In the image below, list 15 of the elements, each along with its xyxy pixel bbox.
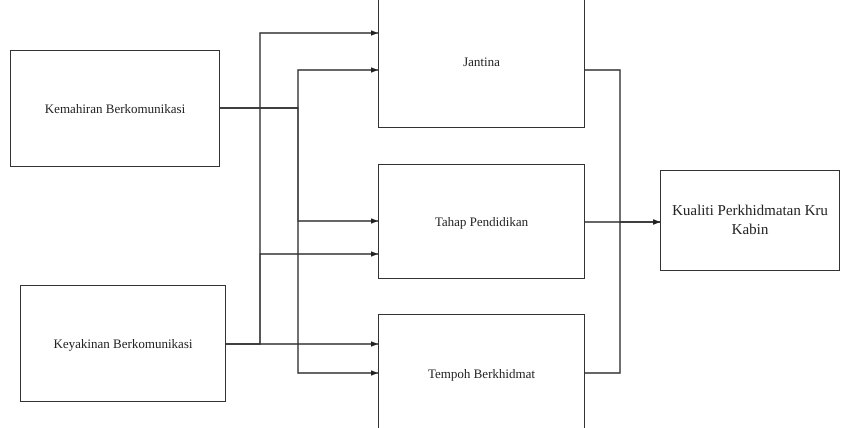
process-box: [378, 0, 585, 128]
process-box: [10, 50, 220, 167]
box-label: Kemahiran Berkomunikasi: [44, 100, 186, 118]
box-label: Tahap Pendidikan: [434, 212, 530, 230]
arrow: [585, 219, 660, 374]
process-box: [378, 164, 585, 279]
box-label: Keyakinan Berkomunikasi: [52, 334, 194, 352]
arrow: [220, 107, 378, 376]
arrow: [226, 341, 378, 347]
box-label: Jantina: [462, 52, 501, 70]
process-box: [378, 314, 585, 428]
process-box: [660, 170, 840, 271]
process-box: [20, 285, 226, 402]
box-label: Tempoh Berkhidmat: [426, 365, 536, 383]
box-label: Kualiti Perkhidmatan Kru Kabin: [671, 202, 829, 240]
